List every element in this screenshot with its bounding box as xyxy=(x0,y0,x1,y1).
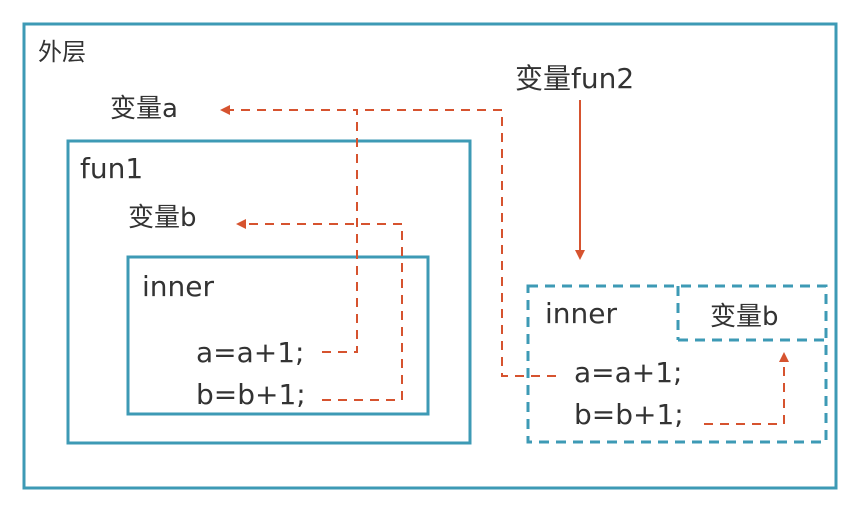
arrow-closure-a-to-variable-a xyxy=(357,109,556,377)
variable-a-label: 变量a xyxy=(110,94,178,124)
fun1-scope-box xyxy=(66,139,472,445)
closure-code-line-b: b=b+1; xyxy=(574,398,684,431)
arrow-closure-b-to-closure-variable-b xyxy=(704,352,789,425)
inner-label: inner xyxy=(142,270,214,303)
outer-scope-box xyxy=(22,22,838,490)
closure-variable-b-label: 变量b xyxy=(710,302,779,332)
closure-code-line-a: a=a+1; xyxy=(574,356,683,389)
variable-fun2-label: 变量fun2 xyxy=(515,62,634,95)
code-line-a: a=a+1; xyxy=(196,336,305,369)
closure-box xyxy=(526,284,828,444)
outer-scope-label: 外层 xyxy=(38,38,86,66)
closure-inner-label: inner xyxy=(545,297,617,330)
arrow-a-to-variable-a xyxy=(220,105,358,353)
variable-b-label: 变量b xyxy=(128,203,197,233)
arrow-b-to-variable-b xyxy=(236,219,403,401)
code-line-b: b=b+1; xyxy=(196,378,306,411)
inner-scope-box xyxy=(126,255,430,416)
fun1-label: fun1 xyxy=(80,152,143,185)
